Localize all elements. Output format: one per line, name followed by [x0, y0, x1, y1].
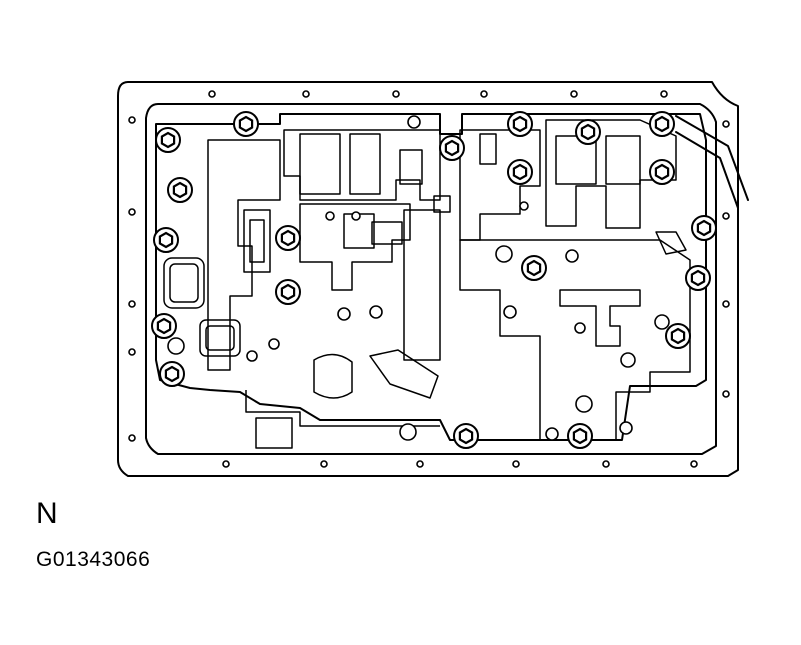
pan-flange-holes [128, 90, 730, 468]
hex-bolt-head [280, 283, 296, 301]
hex-bolt-head [670, 327, 686, 345]
center-upper-block [283, 129, 441, 201]
oil-pipe [675, 115, 749, 201]
hex-bolt-icon [439, 135, 465, 161]
hex-bolt-head [580, 123, 596, 141]
hex-bolt-head [164, 365, 180, 383]
right-upper-block [459, 129, 541, 241]
hex-bolt-icon [665, 323, 691, 349]
center-solenoid-a [299, 133, 341, 195]
right-notch [655, 231, 687, 255]
hex-bolt-head [512, 163, 528, 181]
valve-body-holes [167, 115, 670, 441]
hex-bolt-icon [275, 225, 301, 251]
hex-bolt-icon [275, 279, 301, 305]
hex-bolt-head [654, 163, 670, 181]
right-solenoid-c [605, 135, 641, 185]
hex-bolt-head [458, 427, 474, 445]
square-port-lower [199, 319, 241, 357]
hex-bolt-icon [155, 127, 181, 153]
center-middle-block [299, 203, 411, 291]
oil-pan-inner-wall [145, 103, 717, 455]
hex-bolt-head [158, 231, 174, 249]
hex-bolt-head [690, 269, 706, 287]
solenoid-left [243, 209, 271, 273]
hex-bolt-icon [567, 423, 593, 449]
hex-bolt-icon [167, 177, 193, 203]
center-solenoid-c [399, 149, 423, 185]
lower-loop [313, 353, 353, 399]
hex-bolt-group [151, 111, 717, 449]
hex-bolt-icon [507, 111, 533, 137]
hex-bolt-head [654, 115, 670, 133]
hex-bolt-head [572, 427, 588, 445]
hex-bolt-head [172, 181, 188, 199]
hex-bolt-head [512, 115, 528, 133]
small-plate [433, 195, 451, 213]
oil-pan-outline [117, 81, 739, 477]
right-lower-block [459, 239, 691, 441]
hex-bolt-icon [521, 255, 547, 281]
center-solenoid-b [349, 133, 381, 195]
valve-body-outline [155, 113, 707, 441]
hex-bolt-icon [507, 159, 533, 185]
hex-bolt-icon [453, 423, 479, 449]
hex-bolt-head [156, 317, 172, 335]
lower-slot [255, 417, 293, 449]
hex-bolt-icon [159, 361, 185, 387]
hex-bolt-head [444, 139, 460, 157]
figure-code: G01343066 [36, 548, 151, 571]
center-valve-stub [371, 221, 403, 245]
lower-trough [245, 390, 440, 427]
hex-bolt-head [526, 259, 542, 277]
hex-bolt-icon [649, 159, 675, 185]
square-port-upper-inner [169, 263, 199, 303]
angled-part [369, 349, 439, 399]
oil-pipe-inner [675, 131, 739, 209]
right-solenoid-a [479, 133, 497, 165]
hex-bolt-head [238, 115, 254, 133]
square-port-lower-inner [205, 325, 235, 351]
center-rod [403, 209, 441, 361]
left-block [207, 139, 281, 371]
hex-bolt-icon [685, 265, 711, 291]
square-port-upper [163, 257, 205, 309]
hex-bolt-head [160, 131, 176, 149]
hex-bolt-icon [151, 313, 177, 339]
hex-bolt-head [280, 229, 296, 247]
hex-bolt-icon [691, 215, 717, 241]
view-direction-label: N [36, 497, 58, 530]
hex-bolt-icon [153, 227, 179, 253]
hex-bolt-head [696, 219, 712, 237]
hex-bolt-icon [649, 111, 675, 137]
hex-bolt-icon [233, 111, 259, 137]
right-channel [559, 289, 641, 347]
hex-bolt-icon [575, 119, 601, 145]
